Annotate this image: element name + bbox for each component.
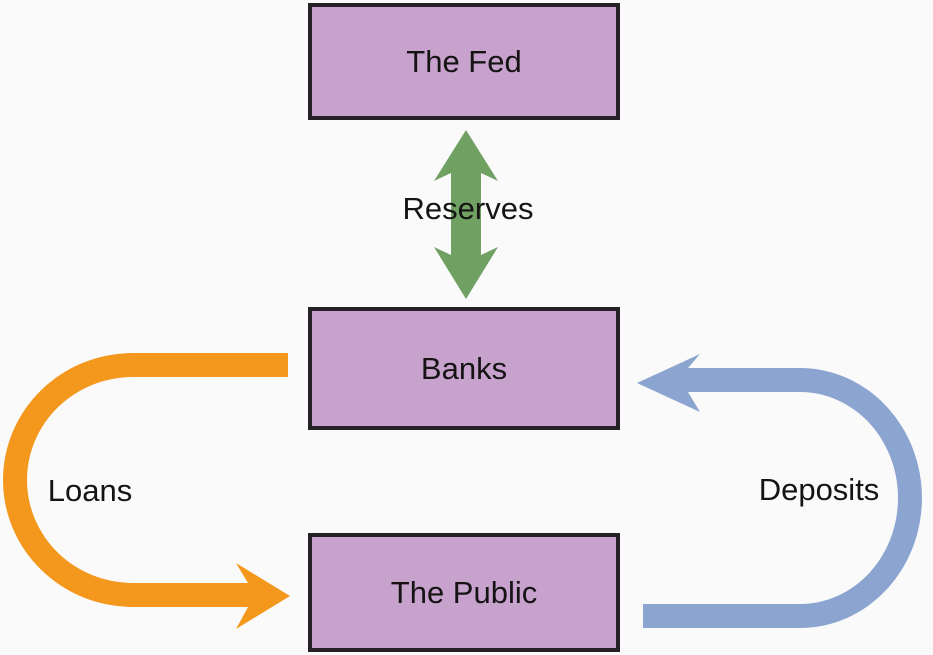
node-the-public: The Public: [308, 533, 620, 652]
reserves-flow-label: Reserves: [402, 191, 534, 226]
loans-curved-arrow-icon: [3, 353, 290, 629]
node-banks-label: Banks: [420, 350, 508, 386]
node-banks: Banks: [308, 307, 620, 430]
deposits-flow-label: Deposits: [758, 472, 880, 507]
node-the-public-label: The Public: [390, 574, 538, 610]
node-the-fed: The Fed: [308, 3, 620, 120]
loans-flow-label: Loans: [47, 473, 133, 508]
node-the-fed-label: The Fed: [406, 43, 522, 79]
reserves-double-arrow-icon: [434, 130, 498, 299]
deposits-curved-arrow-icon: [637, 354, 922, 628]
